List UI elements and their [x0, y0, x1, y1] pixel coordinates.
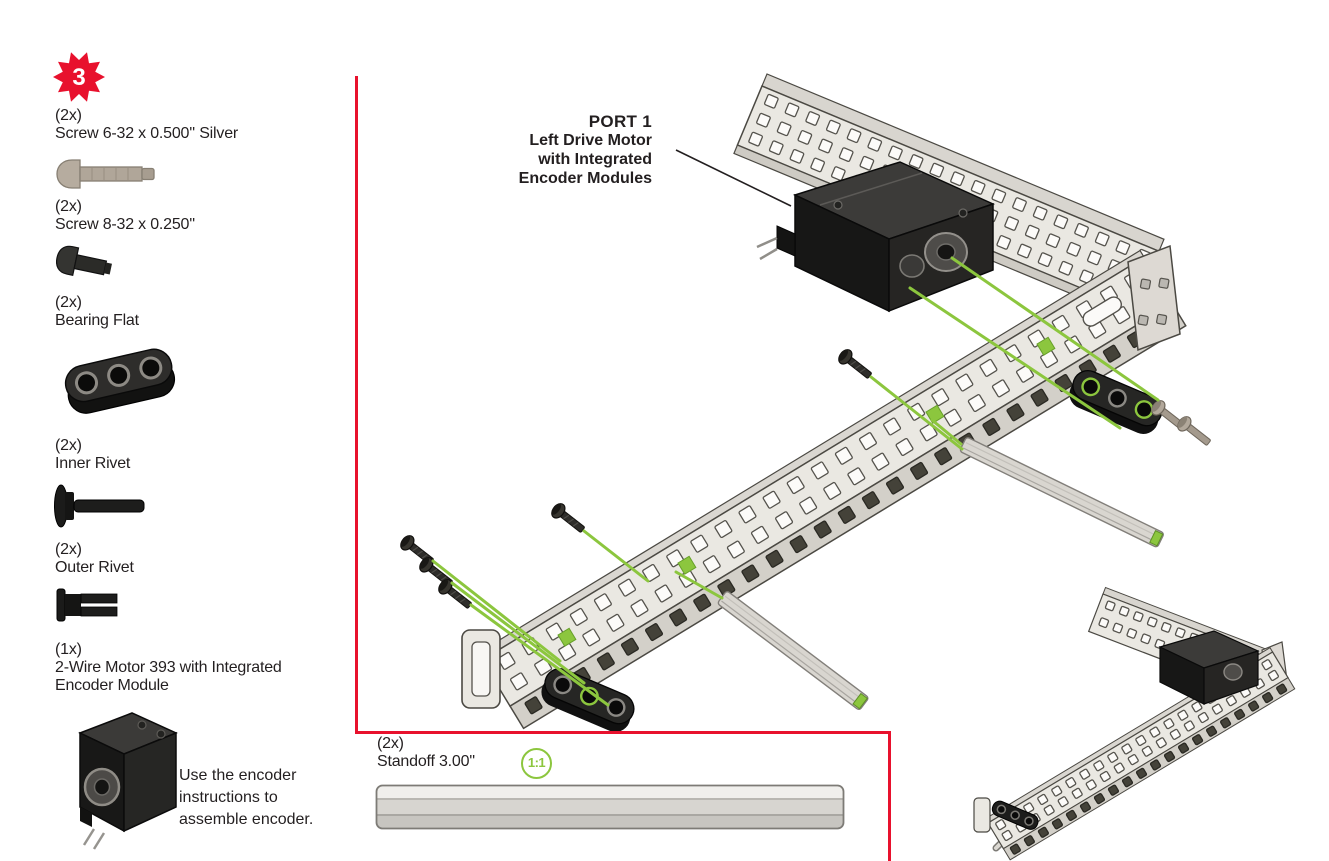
part-name: Inner Rivet — [55, 455, 131, 472]
part-qty: (2x) — [55, 541, 82, 558]
part-qty: (2x) — [55, 437, 82, 454]
part-name: Screw 6-32 x 0.500'' Silver — [55, 125, 239, 142]
part-qty: (1x) — [55, 641, 82, 658]
standoff-drawing — [375, 784, 845, 830]
bearing-flat-right — [1069, 370, 1163, 434]
bearing-flat-left — [541, 668, 635, 732]
scale-1to1-badge: 1:1 — [521, 748, 552, 779]
part-name: Outer Rivet — [55, 559, 134, 576]
motor-393-icon — [78, 712, 178, 850]
divider-red-vertical-right — [888, 731, 891, 861]
screw-silver — [1174, 413, 1215, 450]
beam-end-cap — [461, 629, 501, 709]
step-number-badge: 3 — [53, 50, 105, 104]
divider-red-vertical — [355, 76, 358, 734]
divider-red-horizontal — [355, 731, 891, 734]
screw-black — [835, 346, 876, 383]
callout-leader-line — [675, 149, 792, 207]
axle-lines — [431, 256, 1160, 707]
callout-line: with Integrated — [538, 151, 652, 168]
part-name: Screw 8-32 x 0.250'' — [55, 216, 195, 233]
part-qty: (2x) — [55, 107, 82, 124]
channel-end-bracket — [1127, 244, 1181, 352]
outer-rivet-icon — [56, 588, 118, 622]
mini-assembly — [973, 586, 1296, 861]
callout-line: Left Drive Motor — [529, 132, 652, 149]
screw-black — [548, 500, 589, 537]
standoff-name: Standoff 3.00'' — [377, 753, 476, 770]
c-channel-long — [477, 249, 1187, 730]
bearing-flat-icon — [64, 348, 176, 414]
part-name: Bearing Flat — [55, 312, 139, 329]
standoff-rod-2 — [959, 437, 1164, 548]
part-qty: (2x) — [55, 294, 82, 311]
part-name: 2-Wire Motor 393 with Integrated Encoder… — [55, 659, 282, 694]
callout-title: PORT 1 — [588, 112, 652, 131]
step-number: 3 — [72, 64, 85, 91]
inner-rivet-icon — [54, 484, 145, 528]
port1-callout: PORT 1 Left Drive Motor with Integrated … — [400, 112, 652, 188]
callout-line: Encoder Modules — [518, 170, 652, 187]
encoder-note: Use the encoder instructions to assemble… — [179, 767, 314, 828]
mini-motor — [1158, 630, 1260, 705]
screw-silver-icon — [56, 159, 155, 189]
standoff-rod-1 — [717, 591, 869, 711]
part-qty: (2x) — [55, 198, 82, 215]
standoff-qty: (2x) — [377, 735, 404, 752]
screw-black-icon — [56, 245, 112, 277]
step-gear-icon: 3 — [53, 52, 105, 102]
